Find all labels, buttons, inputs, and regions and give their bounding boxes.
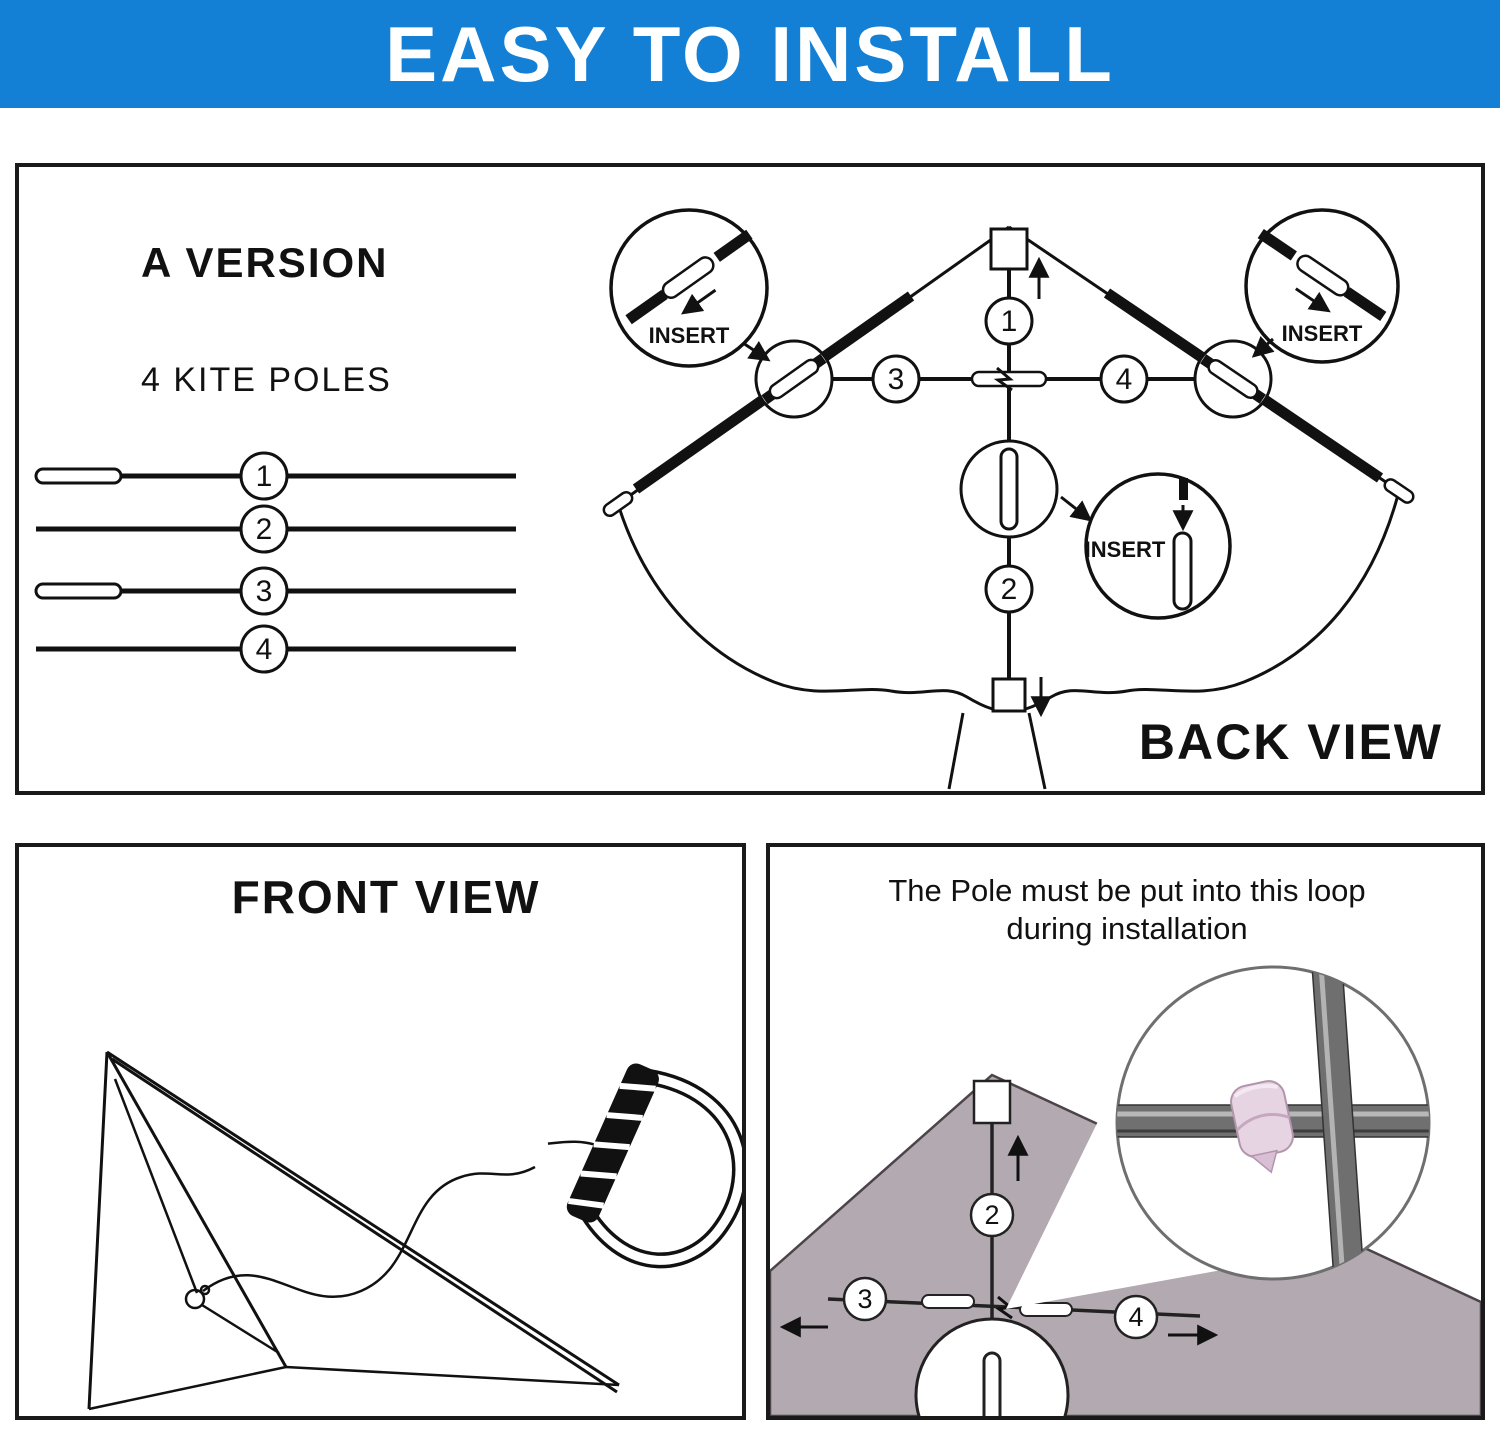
grey-bottom-pocket-circle bbox=[914, 1317, 1070, 1416]
grey-center-clip bbox=[921, 1294, 1073, 1320]
tail-strap-right bbox=[1027, 712, 1047, 790]
front-kite-outline bbox=[87, 1050, 620, 1411]
version-label: A VERSION bbox=[141, 239, 388, 286]
kite-poles-label: 4 KITE POLES bbox=[141, 361, 392, 399]
kite-number-3: 3 bbox=[871, 354, 921, 404]
vertical-pole bbox=[1311, 967, 1365, 1279]
back-view-panel: A VERSION 4 KITE POLES 1 2 3 bbox=[15, 163, 1485, 795]
bridle-lines bbox=[113, 1078, 280, 1355]
center-clip bbox=[970, 366, 1048, 392]
front-view-title: FRONT VIEW bbox=[232, 871, 541, 923]
spine-pocket-circle bbox=[959, 439, 1059, 539]
page-title: EASY TO INSTALL bbox=[385, 9, 1115, 98]
pole-row-1: 1 bbox=[34, 451, 516, 501]
svg-text:3: 3 bbox=[857, 1284, 872, 1314]
kite-number-2: 2 bbox=[984, 564, 1034, 614]
apex-pocket bbox=[989, 227, 1029, 271]
back-view-caption: BACK VIEW bbox=[1139, 714, 1443, 770]
pole-number-1: 1 bbox=[256, 460, 273, 493]
loop-panel: The Pole must be put into this loop duri… bbox=[766, 843, 1485, 1420]
insert-label-center: INSERT bbox=[1085, 537, 1166, 562]
header-banner: EASY TO INSTALL bbox=[0, 0, 1500, 108]
svg-text:4: 4 bbox=[1116, 363, 1133, 396]
pole-number-2: 2 bbox=[256, 513, 273, 546]
pole-row-3: 3 bbox=[34, 566, 516, 616]
right-edge-junction bbox=[1193, 339, 1273, 419]
kite-number-1: 1 bbox=[984, 296, 1034, 346]
loop-instruction-line2: during installation bbox=[1006, 911, 1247, 946]
insert-right-pointer-arrow bbox=[1251, 335, 1275, 358]
kite-string bbox=[202, 1165, 536, 1298]
zoom-circle bbox=[1115, 965, 1431, 1281]
pocket-pointer-arrow bbox=[1060, 495, 1093, 522]
insert-callout-right: INSERT bbox=[1244, 208, 1400, 364]
insert-callout-center: INSERT bbox=[1084, 472, 1232, 620]
insert-callout-left: INSERT bbox=[609, 208, 771, 368]
pole-row-4: 4 bbox=[36, 624, 516, 674]
kite-handle bbox=[547, 1063, 742, 1269]
pole-number-3: 3 bbox=[256, 575, 273, 608]
handle-strap bbox=[547, 1140, 594, 1146]
insert-label-left: INSERT bbox=[649, 323, 730, 348]
front-view-diagram: FRONT VIEW bbox=[87, 871, 742, 1411]
pole-number-4: 4 bbox=[256, 633, 273, 666]
loop-instruction-line1: The Pole must be put into this loop bbox=[888, 873, 1365, 908]
front-view-panel: FRONT VIEW bbox=[15, 843, 746, 1420]
right-wingtip-cap bbox=[1383, 478, 1415, 504]
svg-text:4: 4 bbox=[1128, 1302, 1143, 1332]
bottom-pocket bbox=[991, 677, 1027, 713]
svg-text:3: 3 bbox=[888, 363, 905, 396]
kite-number-4: 4 bbox=[1099, 354, 1149, 404]
grey-number-4: 4 bbox=[1113, 1294, 1159, 1340]
pole-row-2: 2 bbox=[36, 504, 516, 554]
insert-left-pointer-arrow bbox=[742, 340, 771, 362]
grey-apex-pocket bbox=[972, 1079, 1012, 1125]
tail-strap-left bbox=[947, 712, 965, 790]
back-view-diagram: A VERSION 4 KITE POLES 1 2 3 bbox=[34, 208, 1443, 790]
insert-label-right: INSERT bbox=[1282, 321, 1363, 346]
svg-text:1: 1 bbox=[1001, 305, 1018, 338]
left-wingtip-cap bbox=[602, 490, 634, 518]
grey-number-3: 3 bbox=[842, 1276, 888, 1322]
svg-text:2: 2 bbox=[1001, 573, 1018, 606]
left-edge-junction bbox=[754, 339, 834, 419]
svg-text:2: 2 bbox=[984, 1200, 999, 1230]
pole-loop bbox=[1230, 1080, 1294, 1174]
bridle-ring bbox=[184, 1288, 206, 1310]
grey-number-2: 2 bbox=[969, 1192, 1015, 1238]
loop-diagram: The Pole must be put into this loop duri… bbox=[770, 873, 1481, 1416]
